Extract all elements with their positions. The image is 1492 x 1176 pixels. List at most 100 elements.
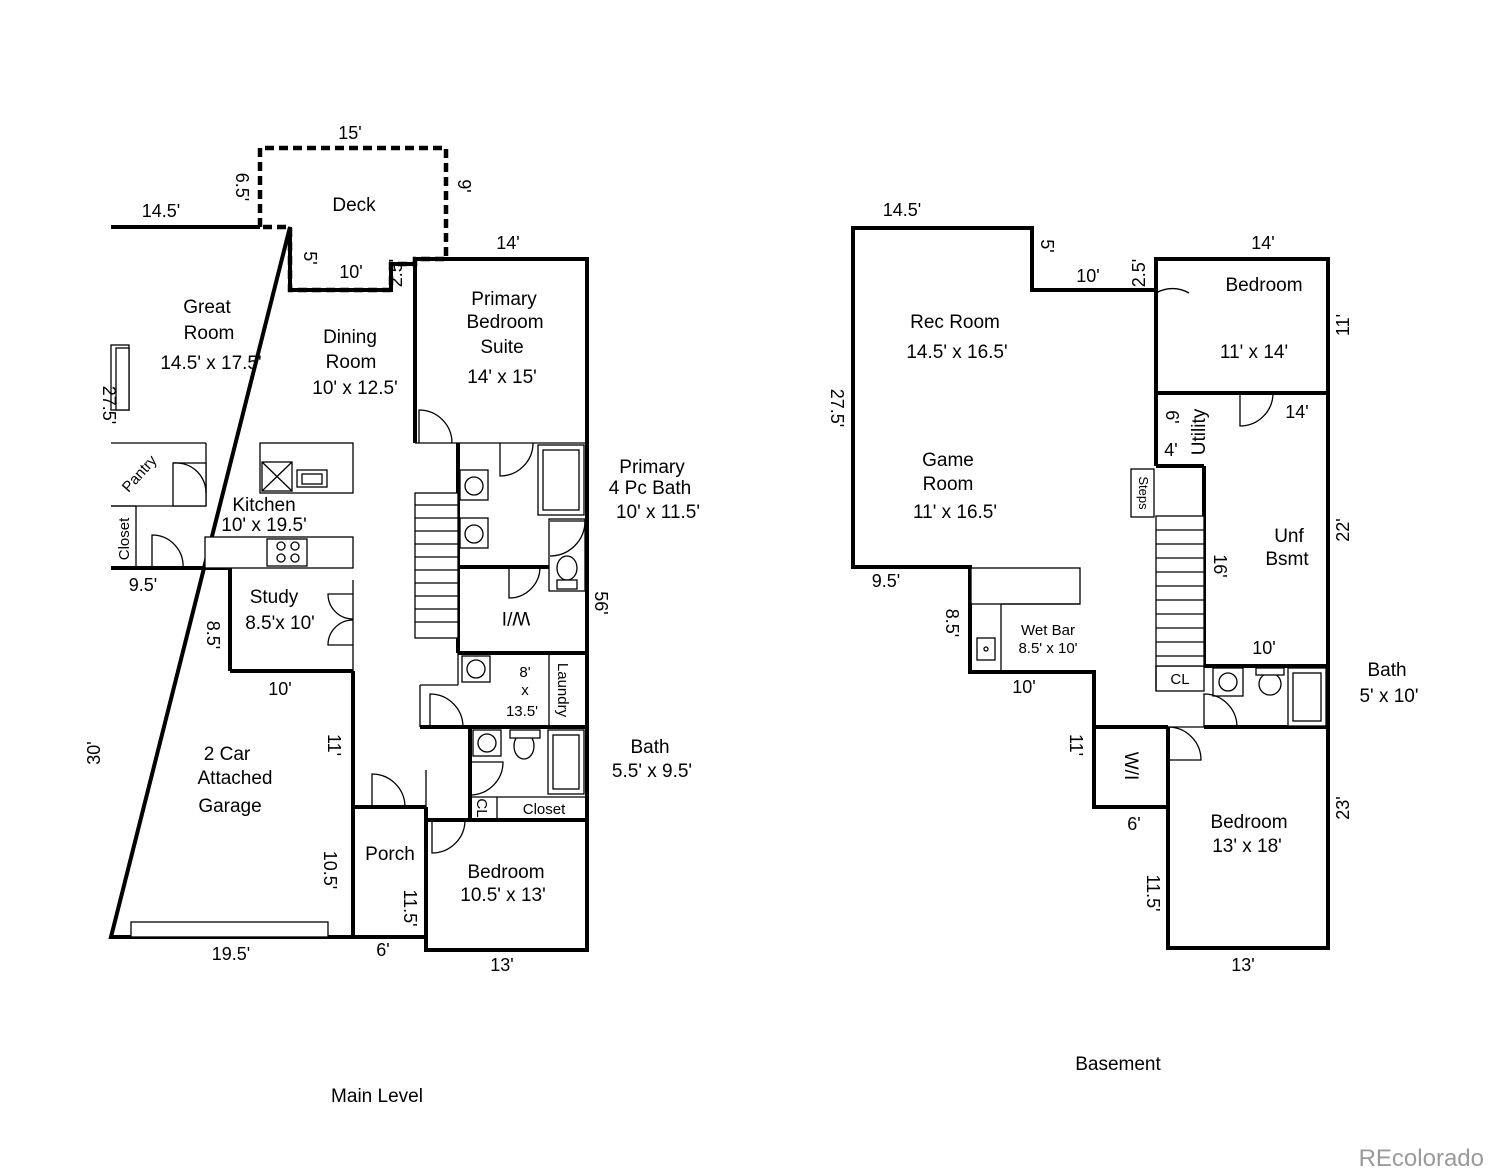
steps-label: Steps bbox=[1136, 476, 1151, 510]
dim-garage-bottom: 19.5' bbox=[212, 944, 250, 964]
bedroom-label: Bedroom bbox=[467, 862, 544, 883]
dim-porch-bottom: 6' bbox=[376, 940, 389, 960]
dim-b-top-left: 14.5' bbox=[883, 200, 921, 220]
dim-b-left-side: 27.5' bbox=[827, 389, 847, 427]
dim-b-bed2-bottom: 13' bbox=[1231, 955, 1254, 975]
laundry-size-2: x bbox=[521, 682, 529, 699]
dim-b-lower-left: 9.5' bbox=[872, 571, 900, 591]
closet2-label: Closet bbox=[523, 801, 566, 818]
dim-porch-side: 11.5' bbox=[400, 889, 420, 926]
dim-b-bar-bottom: 10' bbox=[1012, 677, 1035, 697]
rec-room-label: Rec Room bbox=[910, 312, 1000, 333]
bedroom1-size: 11' x 14' bbox=[1220, 342, 1288, 363]
main-doors bbox=[151, 409, 586, 854]
basement-bath-size: 5' x 10' bbox=[1359, 686, 1418, 707]
dim-garage-top: 9.5' bbox=[129, 575, 157, 595]
wet-bar-size: 8.5' x 10' bbox=[1018, 640, 1077, 657]
dim-b-bed2-left: 11.5' bbox=[1143, 874, 1163, 911]
kitchen-label: Kitchen bbox=[232, 495, 295, 516]
bath-label: Bath bbox=[630, 737, 669, 758]
game-room-label-2: Room bbox=[923, 474, 974, 495]
rec-room-size: 14.5' x 16.5' bbox=[906, 342, 1007, 363]
garage-label: 2 Car bbox=[204, 744, 251, 765]
dim-deck-inner-right: 2.5' bbox=[386, 259, 406, 287]
bath-size: 5.5' x 9.5' bbox=[612, 761, 692, 782]
garage-label-3: Garage bbox=[198, 796, 261, 817]
main-exterior-wall bbox=[108, 225, 589, 952]
wet-bar-label: Wet Bar bbox=[1021, 622, 1075, 639]
wi-basement-label: W/I bbox=[1120, 752, 1141, 781]
unf-bsmt-label-2: Bsmt bbox=[1265, 549, 1309, 570]
great-room-label-2: Room bbox=[184, 323, 235, 344]
basement-caption: Basement bbox=[1075, 1054, 1161, 1075]
laundry-size-3: 13.5' bbox=[506, 703, 538, 720]
primary-suite-label-2: Bedroom bbox=[466, 312, 543, 333]
bedroom-size: 10.5' x 13' bbox=[460, 885, 545, 906]
watermark: REcolorado bbox=[1359, 1145, 1484, 1172]
primary-bath-size: 10' x 11.5' bbox=[616, 502, 700, 523]
closet-label: Closet bbox=[116, 517, 133, 560]
main-details bbox=[110, 344, 587, 938]
dim-garage-side: 30' bbox=[84, 741, 104, 764]
pantry-label: Pantry bbox=[119, 452, 161, 496]
game-room-label: Game bbox=[922, 450, 974, 471]
dim-study-bottom: 10' bbox=[268, 679, 291, 699]
deck-label: Deck bbox=[332, 195, 376, 216]
dim-right-side: 56' bbox=[591, 591, 611, 614]
cooktop bbox=[266, 538, 308, 567]
dim-b-util-a: 6' bbox=[1162, 410, 1182, 423]
basement-exterior-wall bbox=[851, 226, 1330, 950]
main-bath-fixtures bbox=[459, 444, 586, 795]
basement-bath-fixtures bbox=[1212, 667, 1327, 727]
study-label: Study bbox=[250, 587, 299, 608]
dim-left-side: 27.5' bbox=[99, 386, 119, 424]
kitchen-size: 10' x 19.5' bbox=[221, 515, 306, 536]
dim-top-left: 14.5' bbox=[142, 201, 180, 221]
dim-study-side: 8.5' bbox=[203, 621, 223, 649]
unf-bsmt-label: Unf bbox=[1274, 526, 1304, 547]
garage-label-2: Attached bbox=[198, 768, 273, 789]
garage-door bbox=[130, 921, 329, 938]
dim-b-unf-bottom: 10' bbox=[1252, 638, 1275, 658]
dim-b-unf-top: 14' bbox=[1285, 402, 1308, 422]
dim-b-notch-side: 5' bbox=[1037, 239, 1057, 252]
kitchen-fixtures bbox=[172, 442, 354, 569]
primary-bath-label: Primary bbox=[619, 457, 685, 478]
laundry-size-1: 8' bbox=[519, 664, 530, 681]
dining-room-label-2: Room bbox=[326, 352, 377, 373]
cl-label: CL bbox=[473, 798, 490, 817]
dim-b-bar-side: 8.5' bbox=[942, 609, 962, 637]
dim-b-bed-top: 14' bbox=[1251, 233, 1274, 253]
dim-bedroom-bottom: 13' bbox=[490, 955, 513, 975]
dim-b-bed2-right: 23' bbox=[1333, 796, 1353, 819]
dining-room-size: 10' x 12.5' bbox=[312, 378, 397, 399]
dim-b-stair-side: 16' bbox=[1210, 554, 1230, 577]
study-size: 8.5'x 10' bbox=[245, 613, 315, 634]
dim-garage-inner: 11' bbox=[324, 734, 344, 756]
main-level-caption: Main Level bbox=[331, 1086, 423, 1107]
basement-details bbox=[970, 468, 1205, 728]
primary-bath-label-2: 4 Pc Bath bbox=[609, 478, 691, 499]
basement-doors bbox=[1155, 287, 1274, 761]
main-level: Deck Great Room 14.5' x 17.5' Dining Roo… bbox=[84, 123, 700, 1107]
game-room-size: 11' x 16.5' bbox=[913, 502, 997, 523]
basement: Rec Room 14.5' x 16.5' Game Room 11' x 1… bbox=[827, 200, 1419, 1075]
dim-b-wi-bottom: 6' bbox=[1127, 814, 1140, 834]
dim-deck-right: 9' bbox=[454, 179, 474, 192]
great-room-size: 14.5' x 17.5' bbox=[160, 353, 261, 374]
basement-bath-label: Bath bbox=[1367, 660, 1406, 681]
dining-room-label: Dining bbox=[323, 327, 377, 348]
dim-garage-inner2: 10.5' bbox=[320, 851, 340, 889]
porch-label: Porch bbox=[365, 844, 415, 865]
primary-suite-size: 14' x 15' bbox=[467, 367, 537, 388]
bedroom1-label: Bedroom bbox=[1225, 275, 1302, 296]
cl-basement-label: CL bbox=[1170, 671, 1189, 688]
dim-b-notch-bottom: 10' bbox=[1076, 266, 1099, 286]
dim-deck-inner-left: 5' bbox=[300, 251, 320, 264]
dim-suite-top: 14' bbox=[496, 233, 519, 253]
bedroom2-label: Bedroom bbox=[1210, 812, 1287, 833]
primary-suite-label-3: Suite bbox=[480, 337, 523, 358]
fireplace-inner bbox=[115, 347, 130, 411]
dim-b-notch-right: 2.5' bbox=[1129, 259, 1149, 287]
wi-label: W/I bbox=[502, 607, 531, 628]
